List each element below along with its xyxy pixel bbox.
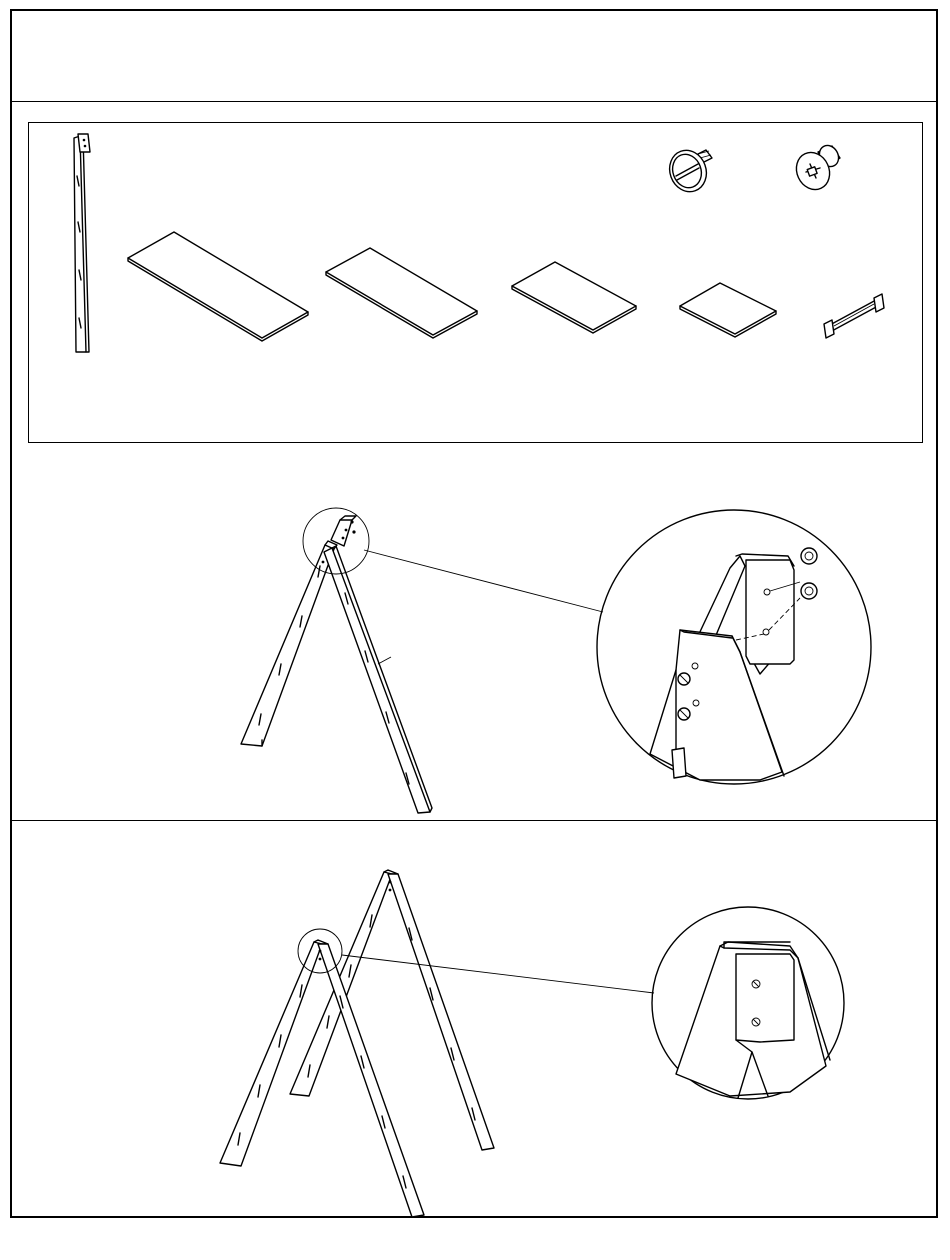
- step-1-leg-assembly: [241, 508, 603, 813]
- part-small-panel: [680, 283, 776, 337]
- step-1-detail-circle: [597, 510, 871, 784]
- step-2-detail-circle: [652, 907, 844, 1099]
- part-side-leg: [74, 134, 90, 352]
- part-short-shelf: [512, 262, 636, 333]
- step-2-frame-assembly: [220, 870, 654, 1217]
- part-flat-head-bolt: [664, 145, 712, 197]
- part-connecting-bracket: [824, 294, 884, 338]
- part-cam-connector-bolt: [790, 142, 842, 195]
- part-long-shelf: [128, 232, 308, 341]
- part-medium-shelf: [326, 248, 477, 338]
